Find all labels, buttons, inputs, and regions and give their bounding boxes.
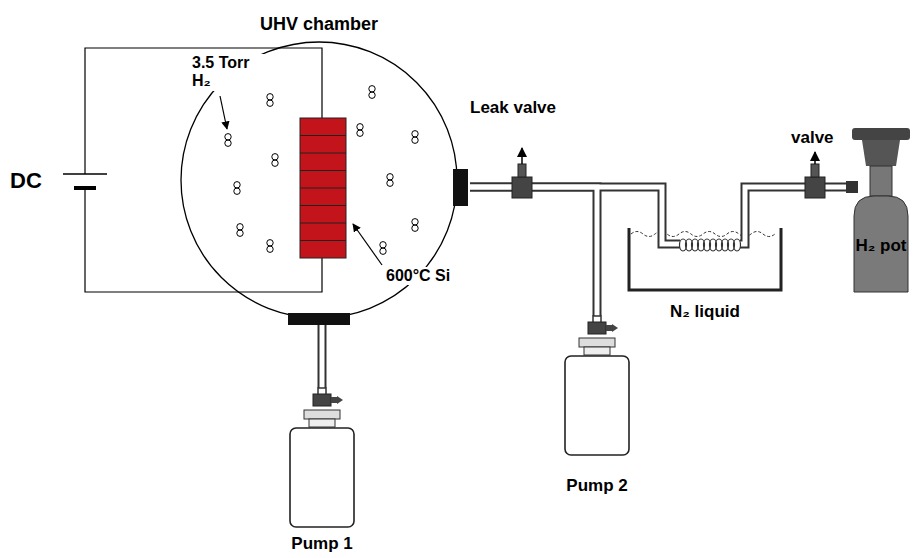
gas-bottle: H₂ pot xyxy=(846,126,916,296)
h2-molecule xyxy=(234,182,240,195)
h2-molecule xyxy=(357,124,363,137)
power-supply-label: DC xyxy=(8,168,44,193)
h2-molecule xyxy=(237,224,243,237)
battery-plate xyxy=(74,186,96,190)
vacuum-pump-outline xyxy=(557,316,637,496)
node-label: H₂ pot xyxy=(856,236,907,256)
leader-arrow xyxy=(220,96,227,129)
leader-arrow xyxy=(353,224,382,265)
hydrogen-molecules xyxy=(225,86,418,255)
h2-molecule xyxy=(272,154,278,167)
node-label: Pump 2 xyxy=(566,476,627,496)
h2-molecule xyxy=(380,242,386,255)
h2-molecule xyxy=(225,134,231,147)
gas-pipe xyxy=(745,187,846,222)
h2-molecule xyxy=(267,94,273,107)
h2-molecule xyxy=(369,86,375,99)
gas-pipe-bore xyxy=(745,187,846,222)
battery-plate xyxy=(63,173,107,175)
valve-label: valve xyxy=(789,128,836,148)
vacuum-pump-outline xyxy=(282,388,362,554)
h2-molecule xyxy=(412,219,418,232)
gas-pipe xyxy=(318,325,327,388)
gas-pipe xyxy=(470,187,597,316)
node-label: Pump 1 xyxy=(291,534,352,554)
gas-pipe-bore xyxy=(470,187,662,222)
gas-pipe-bore xyxy=(470,187,597,316)
node-label: N₂ liquid xyxy=(670,302,740,322)
leak-valve-symbol xyxy=(512,148,532,198)
vacuum-pump: Pump 1 xyxy=(282,388,362,554)
h2-molecule xyxy=(267,240,273,253)
sample-label: 600°C Si xyxy=(384,267,452,285)
silicon-sample xyxy=(300,118,346,258)
node-label: UHV chamber xyxy=(178,14,460,35)
power-wire xyxy=(85,48,322,174)
vacuum-pump: Pump 2 xyxy=(557,316,637,496)
valve-label: Leak valve xyxy=(468,98,558,118)
power-wire xyxy=(85,189,322,292)
gas-pipe-bore xyxy=(320,325,325,388)
gas-bottle-outline xyxy=(846,126,916,296)
h2-molecule xyxy=(412,131,418,144)
h2-molecule xyxy=(387,174,393,187)
gas-pipe xyxy=(470,187,662,222)
valve-symbol xyxy=(805,152,825,198)
gas-pressure-label: 3.5 Torr H₂ xyxy=(190,54,266,91)
liquid-nitrogen-bath: N₂ liquid xyxy=(625,222,785,322)
